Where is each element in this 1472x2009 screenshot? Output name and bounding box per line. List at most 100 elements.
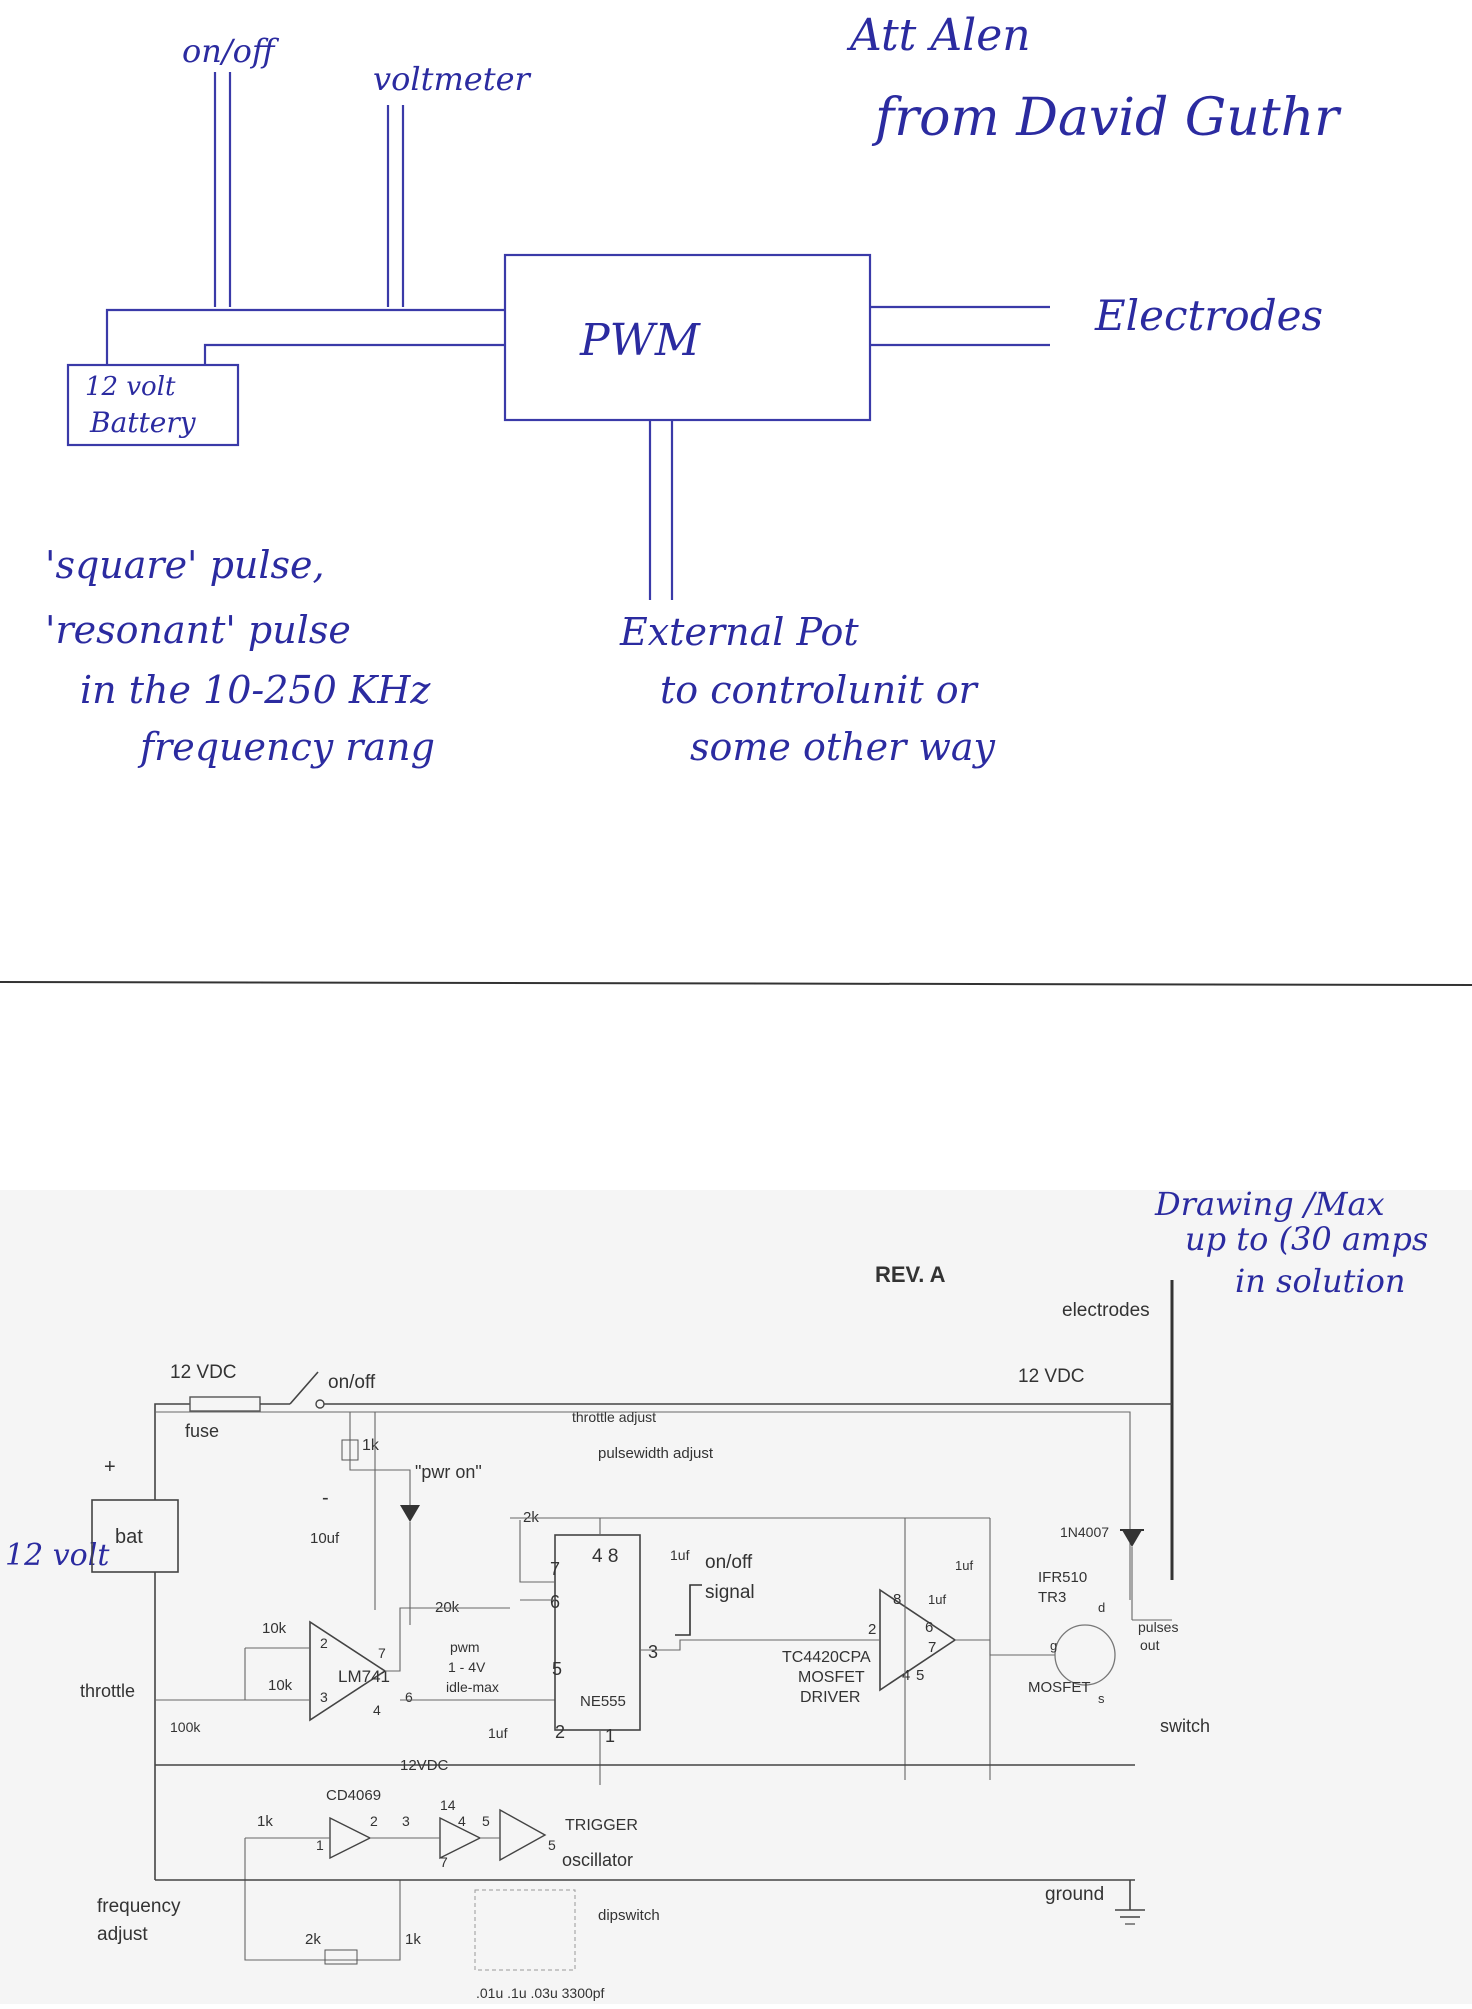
note-right-3: some other way: [690, 725, 996, 769]
note-left-1: 'square' pulse,: [45, 543, 325, 587]
opamp-feedback: [385, 1607, 510, 1672]
driver-pin-6: 6: [925, 1619, 933, 1636]
note-right-1: External Pot: [619, 610, 859, 654]
fuse-label: fuse: [185, 1421, 219, 1441]
diode-1n4007-icon: [1122, 1530, 1142, 1547]
driver-label-3: DRIVER: [800, 1689, 860, 1706]
inverter-pin-14: 14: [440, 1797, 456, 1813]
dipswitch-caps: .01u .1u .03u 3300pf: [476, 1985, 605, 2001]
note-left-3: in the 10-250 KHz: [80, 668, 431, 712]
freq-r2-value: 1k: [405, 1931, 421, 1948]
switch-label: on/off: [328, 1372, 376, 1393]
freq-pot-symbol[interactable]: [324, 1949, 358, 1965]
note-right-2: to controlunit or: [660, 668, 980, 712]
ne555-r-wire: [519, 1520, 555, 1583]
battery-plus: +: [104, 1456, 116, 1478]
trigger-label: TRIGGER: [565, 1817, 638, 1834]
osc-r: 1k: [257, 1813, 273, 1830]
drawing-note-1: Drawing /Max: [1154, 1185, 1385, 1223]
pwm-label-3: idle-max: [446, 1679, 499, 1695]
freq-adjust-label-2: adjust: [97, 1924, 148, 1945]
ne555-output: [640, 1639, 780, 1651]
throttle-adjust-label: throttle adjust: [572, 1409, 656, 1425]
cd4069-label: CD4069: [326, 1787, 381, 1804]
mosfet-part-2: TR3: [1038, 1589, 1066, 1606]
mosfet-pin-s: s: [1098, 1691, 1105, 1706]
led-diode-icon: [400, 1505, 420, 1522]
driver-pin-8: 8: [893, 1591, 901, 1608]
inverter-3: [499, 1808, 547, 1862]
switch-label-mosfet: switch: [1160, 1716, 1210, 1736]
mosfet-symbol: [1054, 1624, 1116, 1686]
lm741-pin-7: 7: [378, 1645, 386, 1661]
rev-label: REV. A: [875, 1262, 946, 1287]
lm741-pin-3: 3: [320, 1689, 328, 1705]
square-pulse-icon: [675, 1584, 702, 1636]
lm741-pin-2: 2: [320, 1635, 328, 1651]
inverter-pin-1: 1: [316, 1837, 324, 1853]
driver-label-2: MOSFET: [798, 1669, 865, 1686]
pulsewidth-adjust-label: pulsewidth adjust: [598, 1445, 714, 1462]
ne555-cap2: 1uf: [488, 1725, 508, 1741]
pwm-label: PWM: [579, 315, 701, 366]
ne555-pin-1: 1: [605, 1726, 615, 1746]
ne555-label: NE555: [580, 1693, 626, 1710]
driver-cap-1: 1uf: [955, 1558, 973, 1573]
pulses-out-1: pulses: [1138, 1619, 1178, 1635]
opamp-r2: 10k: [268, 1677, 293, 1694]
wire-battery-top: [105, 308, 505, 365]
side-12-volt: 12 volt: [5, 1538, 110, 1573]
ground-label: ground: [1045, 1884, 1104, 1905]
ne555-pin-3: 3: [648, 1642, 658, 1662]
inverter-pin-5b: 5: [548, 1837, 556, 1853]
freq-adjust-label-1: frequency: [97, 1896, 181, 1917]
driver-cap-2: 1uf: [928, 1592, 946, 1607]
rail-left-up: [154, 1403, 190, 1500]
driver-pin-7: 7: [928, 1639, 936, 1656]
battery-label-1: 12 volt: [85, 372, 176, 402]
pwm-label-1: pwm: [450, 1639, 480, 1655]
onoff-switch-symbol[interactable]: [289, 1371, 319, 1405]
pulses-out-2: out: [1140, 1637, 1160, 1653]
lm741-pin-6: 6: [405, 1689, 413, 1705]
header-note-line-2: from David Guthr: [871, 88, 1342, 148]
ne555-pin-7: 7: [550, 1559, 560, 1579]
header-note-line-1: Att Alen: [846, 10, 1031, 61]
signal-label-1: on/off: [705, 1552, 753, 1573]
throttle-label: throttle: [80, 1681, 135, 1701]
ne555-pin-5: 5: [552, 1659, 562, 1679]
mosfet-pin-g: g: [1050, 1638, 1057, 1653]
note-left-4: frequency rang: [137, 725, 435, 769]
led-resistor-value: 1k: [362, 1437, 380, 1454]
freq-pot-value: 2k: [305, 1931, 321, 1948]
page-fold: [0, 981, 1472, 986]
drawing-note-2: up to (30 amps: [1185, 1220, 1428, 1258]
electrodes-label: Electrodes: [1094, 291, 1323, 340]
inverter-pin-2: 2: [370, 1813, 378, 1829]
wire-battery-bottom: [203, 343, 505, 365]
supply-12vdc-right: 12 VDC: [1018, 1366, 1085, 1387]
mosfet-pin-d: d: [1098, 1600, 1105, 1615]
pwm-box: [503, 253, 872, 422]
driver-pin-5: 5: [916, 1667, 924, 1684]
signal-label-2: signal: [705, 1582, 755, 1603]
oscillator-label: oscillator: [562, 1850, 633, 1870]
battery-symbol: [91, 1499, 179, 1573]
voltmeter-label: voltmeter: [373, 60, 532, 98]
onoff-label: on/off: [182, 32, 280, 70]
dipswitch-label: dipswitch: [598, 1907, 660, 1924]
dipswitch-block[interactable]: [474, 1889, 576, 1971]
opamp-r4: 100k: [170, 1719, 201, 1735]
led-wire: [349, 1460, 411, 1505]
battery-label-schematic: bat: [115, 1526, 143, 1548]
lm741-opamp: [309, 1620, 387, 1722]
power-cap-value: 10uf: [310, 1530, 340, 1547]
inverter-pin-7: 7: [440, 1854, 448, 1870]
note-left-2: 'resonant' pulse: [45, 608, 351, 652]
lm741-label: LM741: [338, 1667, 390, 1686]
battery-box: [66, 363, 240, 447]
driver-pin-4: 4: [902, 1667, 910, 1684]
inverter-pin-4: 4: [458, 1813, 466, 1829]
driver-pin-2: 2: [868, 1621, 876, 1638]
